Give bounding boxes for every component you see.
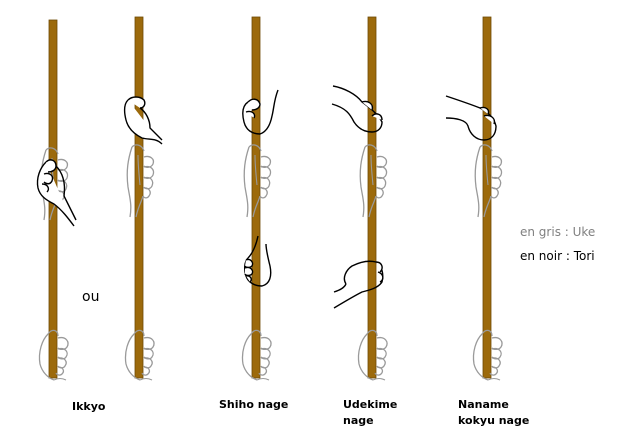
label-naname-line2: kokyu nage [458, 414, 529, 427]
stick-naname [482, 16, 492, 379]
legend-tori: en noir : Tori [520, 249, 595, 263]
label-udekime-line2: nage [343, 414, 374, 427]
label-shiho-nage: Shiho nage [219, 398, 288, 411]
label-ikkyo: Ikkyo [72, 400, 106, 413]
tori-hand-ikkyo-1 [36, 159, 77, 227]
tori-hand-naname [445, 95, 497, 141]
ou-text: ou [82, 289, 99, 305]
tori-hand-udekime-top [331, 85, 383, 133]
legend-uke: en gris : Uke [520, 225, 595, 239]
label-udekime-line1: Udekime [343, 398, 397, 411]
stick-ikkyo-2 [134, 16, 144, 379]
stick-udekime [367, 16, 377, 379]
label-naname-line1: Naname [458, 398, 509, 411]
tori-hand-shiho-bottom [243, 235, 272, 287]
tori-hand-ikkyo-2 [123, 96, 163, 145]
tori-hand-shiho-top [242, 89, 279, 135]
stick-shiho [251, 16, 261, 379]
tori-hand-udekime-bottom [333, 260, 384, 309]
